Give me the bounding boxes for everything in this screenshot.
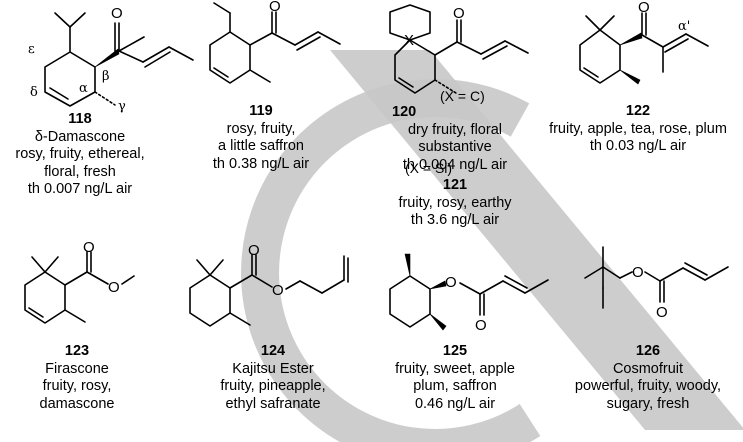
caption-119: 119 rosy, fruity, a little saffron th 0.… bbox=[196, 103, 326, 173]
caption-line: a little saffron bbox=[218, 138, 304, 154]
caption-line: fruity, rosy, bbox=[42, 378, 112, 394]
caption-line: plum, saffron bbox=[413, 378, 497, 394]
compound-number: 118 bbox=[68, 111, 92, 127]
caption-line: th 0.38 ng/L air bbox=[212, 155, 310, 172]
oxygen-atom: O bbox=[638, 0, 650, 16]
oxygen-atom: O bbox=[248, 242, 260, 259]
compound-number: 126 bbox=[635, 343, 661, 359]
oxygen-atom: O bbox=[453, 5, 465, 22]
compound-number: 121 bbox=[442, 177, 468, 193]
caption-line: th 0.03 ng/L air bbox=[589, 138, 687, 154]
oxygen-atom: O bbox=[83, 239, 95, 256]
caption-line: floral, fresh bbox=[44, 163, 116, 180]
caption-line: δ-Damascone bbox=[34, 128, 126, 145]
compound-number: 120 bbox=[392, 104, 417, 120]
caption-122: 122 fruity, apple, tea, rose, plum th 0.… bbox=[533, 103, 743, 156]
caption-line: damascone bbox=[39, 395, 115, 412]
caption-line: 0.46 ng/L air bbox=[414, 395, 496, 412]
caption-line: th 3.6 ng/L air bbox=[410, 212, 500, 228]
caption-line: Firascone bbox=[45, 360, 109, 377]
caption-126: 126 Cosmofruit powerful, fruity, woody, … bbox=[558, 343, 738, 413]
x-atom: X bbox=[404, 32, 414, 49]
caption-line: th 0.004 ng/L air bbox=[402, 156, 508, 173]
caption-line: fruity, pineapple, bbox=[220, 378, 326, 394]
note-x-carbon: (X = C) bbox=[440, 88, 485, 104]
caption-123: 123 Firascone fruity, rosy, damascone bbox=[12, 343, 142, 413]
label-alpha-prime: α' bbox=[678, 19, 690, 34]
oxygen-atom: O bbox=[269, 0, 281, 15]
oxygen-atom: O bbox=[445, 274, 457, 291]
label-beta: β bbox=[102, 69, 110, 84]
oxygen-atom: O bbox=[108, 279, 120, 296]
compound-number: 124 bbox=[260, 343, 286, 359]
oxygen-atom: O bbox=[656, 304, 668, 321]
caption-line: dry fruity, floral bbox=[407, 121, 502, 138]
caption-line: fruity, apple, tea, rose, plum bbox=[549, 120, 727, 137]
caption-line: fruity, sweet, apple bbox=[395, 360, 515, 377]
caption-120: 120 dry fruity, floral substantive th 0.… bbox=[380, 104, 530, 174]
compound-number: 119 bbox=[249, 103, 273, 119]
caption-line: th 0.007 ng/L air bbox=[27, 181, 133, 197]
label-alpha: α bbox=[79, 81, 88, 96]
caption-line: rosy, fruity, ethereal, bbox=[15, 146, 145, 162]
oxygen-atom: O bbox=[272, 282, 284, 299]
caption-125: 125 fruity, sweet, apple plum, saffron 0… bbox=[380, 343, 530, 413]
compound-number: 122 bbox=[625, 103, 651, 119]
caption-line: substantive bbox=[418, 139, 492, 155]
caption-line: Cosmofruit bbox=[612, 360, 684, 377]
compound-number: 125 bbox=[442, 343, 468, 359]
caption-line: sugary, fresh bbox=[606, 395, 690, 412]
compound-number: 123 bbox=[64, 343, 90, 359]
oxygen-atom: O bbox=[632, 264, 644, 281]
caption-line: fruity, rosy, earthy bbox=[398, 194, 512, 211]
caption-line: powerful, fruity, woody, bbox=[574, 378, 722, 394]
caption-121: 121 fruity, rosy, earthy th 3.6 ng/L air bbox=[375, 177, 535, 230]
caption-118: 118 δ-Damascone rosy, fruity, ethereal, … bbox=[5, 111, 155, 199]
caption-line: Kajitsu Ester bbox=[232, 360, 314, 377]
oxygen-atom: O bbox=[475, 317, 487, 334]
label-delta: δ bbox=[30, 85, 38, 100]
oxygen-atom: O bbox=[111, 5, 123, 22]
caption-line: rosy, fruity, bbox=[226, 120, 296, 137]
label-epsilon: ε bbox=[28, 42, 35, 57]
caption-line: ethyl safranate bbox=[225, 395, 321, 412]
watermark-slash bbox=[330, 50, 743, 430]
note-x-silicon: (X = Si) bbox=[405, 160, 453, 176]
caption-124: 124 Kajitsu Ester fruity, pineapple, eth… bbox=[198, 343, 348, 413]
label-gamma: γ bbox=[118, 99, 126, 114]
